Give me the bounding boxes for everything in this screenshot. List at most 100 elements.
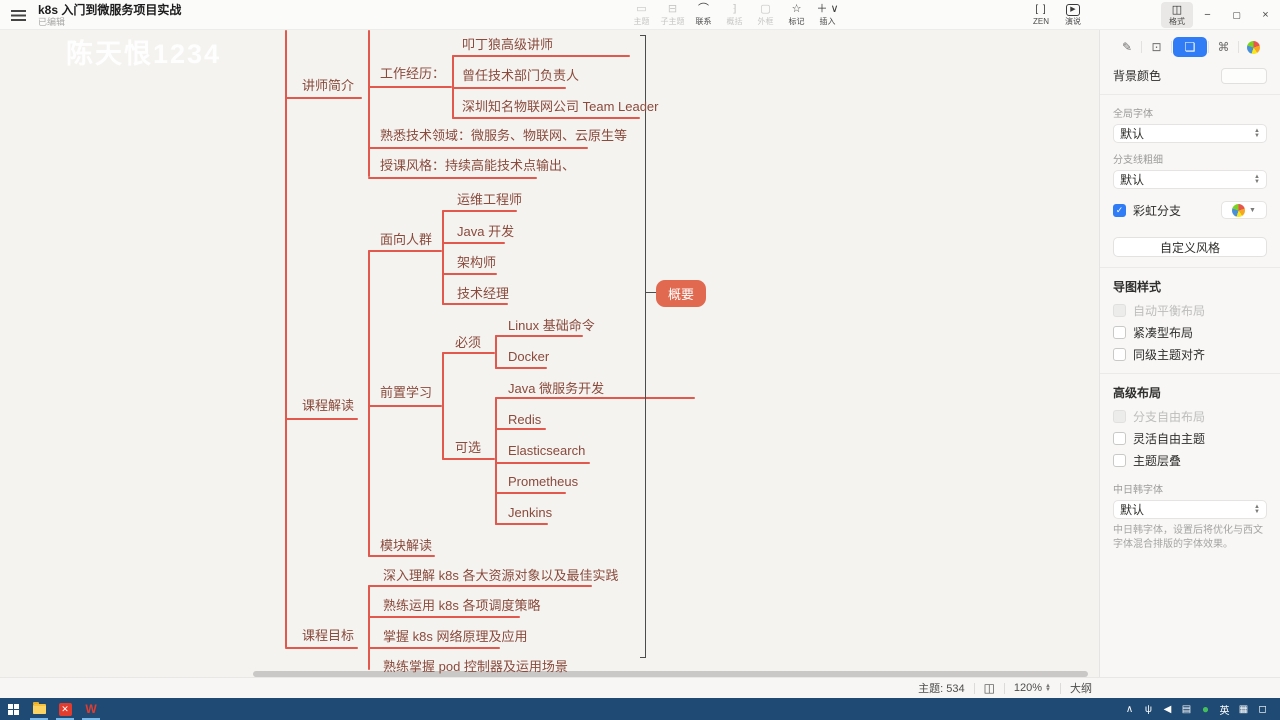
network-icon[interactable]: ▤: [1181, 703, 1192, 715]
mindmap-topic[interactable]: 课程解读: [302, 398, 355, 413]
speaker-icon[interactable]: ◀: [1163, 703, 1172, 715]
format-panel: ✎⊡❏⌘ 背景颜色 全局字体 默认 ▲▼ 分支线粗细 默认 ▲▼ ✓ 彩虹分支 …: [1099, 30, 1280, 677]
mindmap-topic[interactable]: Java 开发: [457, 224, 515, 239]
taskbar: ✕ W ∧ ψ ◀ ▤ ● 英 ▦ ◻: [0, 698, 1280, 720]
checkbox-label: 灵活自由主题: [1133, 432, 1206, 446]
rainbow-palette-select[interactable]: ▼: [1221, 201, 1267, 219]
mindmap-app-icon: ✕: [58, 702, 72, 716]
mindmap-topic[interactable]: 架构师: [457, 255, 497, 270]
mindmap-topic[interactable]: 深入理解 k8s 各大资源对象以及最佳实践: [383, 568, 619, 583]
minimize-button[interactable]: −: [1204, 9, 1211, 21]
panel-tab-command-icon[interactable]: ⌘: [1217, 40, 1230, 54]
mindmap-topic[interactable]: Java 微服务开发: [508, 381, 605, 396]
toolbar: ▭主题⊟子主题⌒联系⁆概括▢外框☆标记＋ ∨插入: [626, 3, 843, 27]
pitch-mode-button[interactable]: ▶ 演说: [1065, 3, 1081, 26]
zoom-control[interactable]: 120% ▲▼: [1014, 682, 1051, 694]
toolbar-marker-button[interactable]: ☆标记: [781, 3, 812, 27]
mindmap-topic[interactable]: Redis: [508, 412, 542, 427]
checkbox-label: 分支自由布局: [1133, 410, 1206, 424]
mindmap-topic[interactable]: 可选: [455, 440, 482, 455]
branch-line: [452, 55, 630, 57]
file-explorer-button[interactable]: [26, 698, 52, 720]
mindmap-topic[interactable]: 课程目标: [302, 628, 355, 643]
outline-button[interactable]: 大纲: [1070, 683, 1092, 695]
map-overview-icon[interactable]: ◫: [983, 681, 995, 695]
branch-line: [368, 585, 592, 587]
toolbar-summary-button: ⁆概括: [719, 3, 750, 27]
language-indicator[interactable]: 英: [1219, 705, 1230, 717]
custom-style-button[interactable]: 自定义风格: [1113, 237, 1267, 257]
microphone-icon[interactable]: ψ: [1144, 703, 1153, 715]
maximize-button[interactable]: ▢: [1232, 9, 1241, 20]
wps-app-button[interactable]: W: [78, 698, 104, 720]
boundary-icon: ▢: [760, 3, 771, 15]
rainbow-branch-checkbox[interactable]: ✓: [1113, 203, 1126, 217]
mindmap-topic[interactable]: 熟悉技术领域：微服务、物联网、云原生等: [380, 128, 628, 143]
checkbox[interactable]: [1113, 454, 1126, 467]
toolbar-relationship-button[interactable]: ⌒联系: [688, 3, 719, 27]
checkbox[interactable]: [1113, 432, 1126, 445]
background-color-swatch[interactable]: [1221, 67, 1267, 84]
close-button[interactable]: ×: [1262, 9, 1269, 21]
chevron-updown-icon: ▲▼: [1045, 682, 1051, 693]
mindmap-topic[interactable]: 运维工程师: [457, 192, 523, 207]
divider: [1100, 373, 1280, 374]
mindmap-topic[interactable]: 工作经历：: [380, 66, 446, 81]
global-font-select[interactable]: 默认 ▲▼: [1113, 124, 1267, 143]
mindmap-topic[interactable]: Linux 基础命令: [508, 318, 595, 333]
checkbox-label: 自动平衡布局: [1133, 304, 1206, 318]
statusbar-right: 主题: 534 ◫ 120% ▲▼ 大纲: [918, 680, 1092, 696]
mindmap-topic[interactable]: 技术经理: [457, 286, 510, 301]
panel-tab-pen-icon[interactable]: ✎: [1121, 40, 1133, 54]
start-button[interactable]: [0, 698, 26, 720]
mindmap-topic[interactable]: 模块解读: [380, 538, 433, 553]
panel-tab-style-icon[interactable]: ❏: [1173, 37, 1207, 57]
branch-line: [442, 352, 444, 460]
mindmap-topic[interactable]: 深圳知名物联网公司 Team Leader: [462, 99, 659, 114]
mindmap-canvas[interactable]: 陈天恨1234 概要 讲师简介工作经历：叩丁狼高级讲师曾任技术部门负责人深圳知名…: [0, 30, 1099, 677]
mindmap-topic[interactable]: Prometheus: [508, 474, 579, 489]
divider: [973, 682, 975, 694]
keyboard-icon[interactable]: ▦: [1238, 703, 1249, 715]
divider: [1100, 94, 1280, 95]
mindmap-topic[interactable]: 授课风格：持续高能技术点输出、: [380, 158, 576, 173]
mindmap-topic[interactable]: 前置学习: [380, 385, 433, 400]
sogou-icon[interactable]: ●: [1201, 702, 1210, 716]
mindmap-topic[interactable]: 熟练运用 k8s 各项调度策略: [383, 598, 541, 613]
document-title: k8s 入门到微服务项目实战: [38, 3, 182, 17]
checkbox[interactable]: [1113, 326, 1126, 339]
branch-line: [368, 86, 452, 88]
action-center-icon[interactable]: ◻: [1258, 703, 1267, 715]
cjk-font-select[interactable]: 默认 ▲▼: [1113, 500, 1267, 519]
mindmap-topic[interactable]: Elasticsearch: [508, 443, 586, 458]
mindmap-topic[interactable]: 熟练掌握 pod 控制器及运用场景: [383, 659, 568, 674]
menu-icon[interactable]: [11, 10, 26, 21]
mindmap-topic[interactable]: 曾任技术部门负责人: [462, 68, 580, 83]
panel-tab-card-icon[interactable]: ⊡: [1151, 40, 1162, 54]
mindmap-topic[interactable]: Docker: [508, 349, 550, 364]
play-icon: ▶: [1066, 3, 1080, 16]
mindmap-topic[interactable]: 面向人群: [380, 232, 433, 247]
mindmap-topic[interactable]: 必须: [455, 335, 482, 350]
branch-line: [368, 616, 520, 618]
branch-line: [368, 250, 370, 557]
mindmap-topic[interactable]: Jenkins: [508, 505, 553, 520]
branch-line: [442, 242, 505, 244]
mindmap-topic[interactable]: 掌握 k8s 网络原理及应用: [383, 629, 528, 644]
mindmap-app-button[interactable]: ✕: [52, 698, 78, 720]
mindmap-topic[interactable]: 叩丁狼高级讲师: [462, 37, 554, 52]
format-panel-button[interactable]: ◫ 格式: [1161, 2, 1193, 28]
horizontal-scrollbar[interactable]: [253, 671, 1088, 677]
branch-line: [495, 428, 546, 430]
mindmap-topic[interactable]: 讲师简介: [302, 78, 355, 93]
toolbar-insert-button[interactable]: ＋ ∨插入: [812, 3, 843, 27]
toolbar-subtopic-button: ⊟子主题: [657, 3, 688, 27]
panel-tab-theme-icon[interactable]: [1240, 37, 1266, 57]
zen-mode-button[interactable]: [ ] ZEN: [1033, 3, 1049, 26]
branch-width-select[interactable]: 默认 ▲▼: [1113, 170, 1267, 189]
branch-line: [495, 397, 497, 525]
summary-topic[interactable]: 概要: [656, 280, 706, 307]
chevron-up-icon[interactable]: ∧: [1125, 703, 1134, 715]
checkbox[interactable]: [1113, 348, 1126, 361]
branch-line: [368, 647, 500, 649]
